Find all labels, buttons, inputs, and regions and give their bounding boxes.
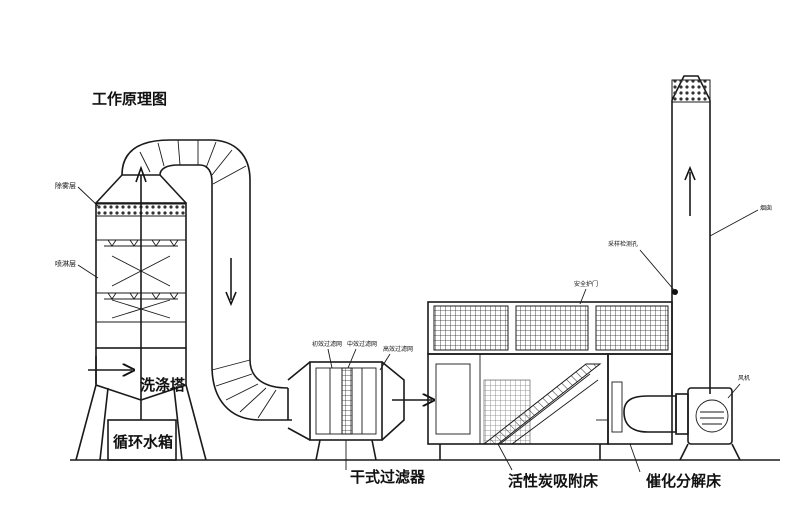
label-dry-filter: 干式过滤器 bbox=[350, 468, 426, 486]
label-primary-filter: 初效过滤网 bbox=[312, 340, 342, 348]
washing-tower: 循环水箱 洗涤塔 bbox=[75, 165, 207, 461]
label-washing-tower: 洗涤塔 bbox=[140, 376, 186, 394]
label-fan: 风机 bbox=[738, 374, 750, 382]
label-catalytic-bed: 催化分解床 bbox=[646, 472, 722, 490]
label-demister: 除雾层 bbox=[55, 181, 76, 190]
label-safety-door: 安全护门 bbox=[574, 280, 598, 288]
chimney: 采样检测孔 烟囱 bbox=[608, 75, 772, 396]
label-medium-filter: 中效过滤网 bbox=[347, 340, 377, 348]
label-sampling-port: 采样检测孔 bbox=[608, 240, 638, 248]
activated-carbon-bed: 活性炭吸附床 安全护门 bbox=[427, 280, 673, 490]
label-activated-carbon: 活性炭吸附床 bbox=[508, 472, 599, 490]
fan-unit: 风机 bbox=[623, 374, 750, 461]
diagram-title: 工作原理图 bbox=[92, 90, 167, 108]
label-circulating-tank: 循环水箱 bbox=[113, 433, 173, 451]
catalytic-bed: 催化分解床 bbox=[596, 353, 722, 490]
dry-filter: 干式过滤器 初效过滤网 中效过滤网 高效过滤网 bbox=[309, 340, 432, 486]
label-chimney: 烟囱 bbox=[760, 204, 772, 212]
air-duct bbox=[121, 139, 311, 441]
label-spray-layer: 喷淋层 bbox=[55, 259, 76, 268]
label-high-filter: 高效过滤网 bbox=[383, 345, 413, 353]
